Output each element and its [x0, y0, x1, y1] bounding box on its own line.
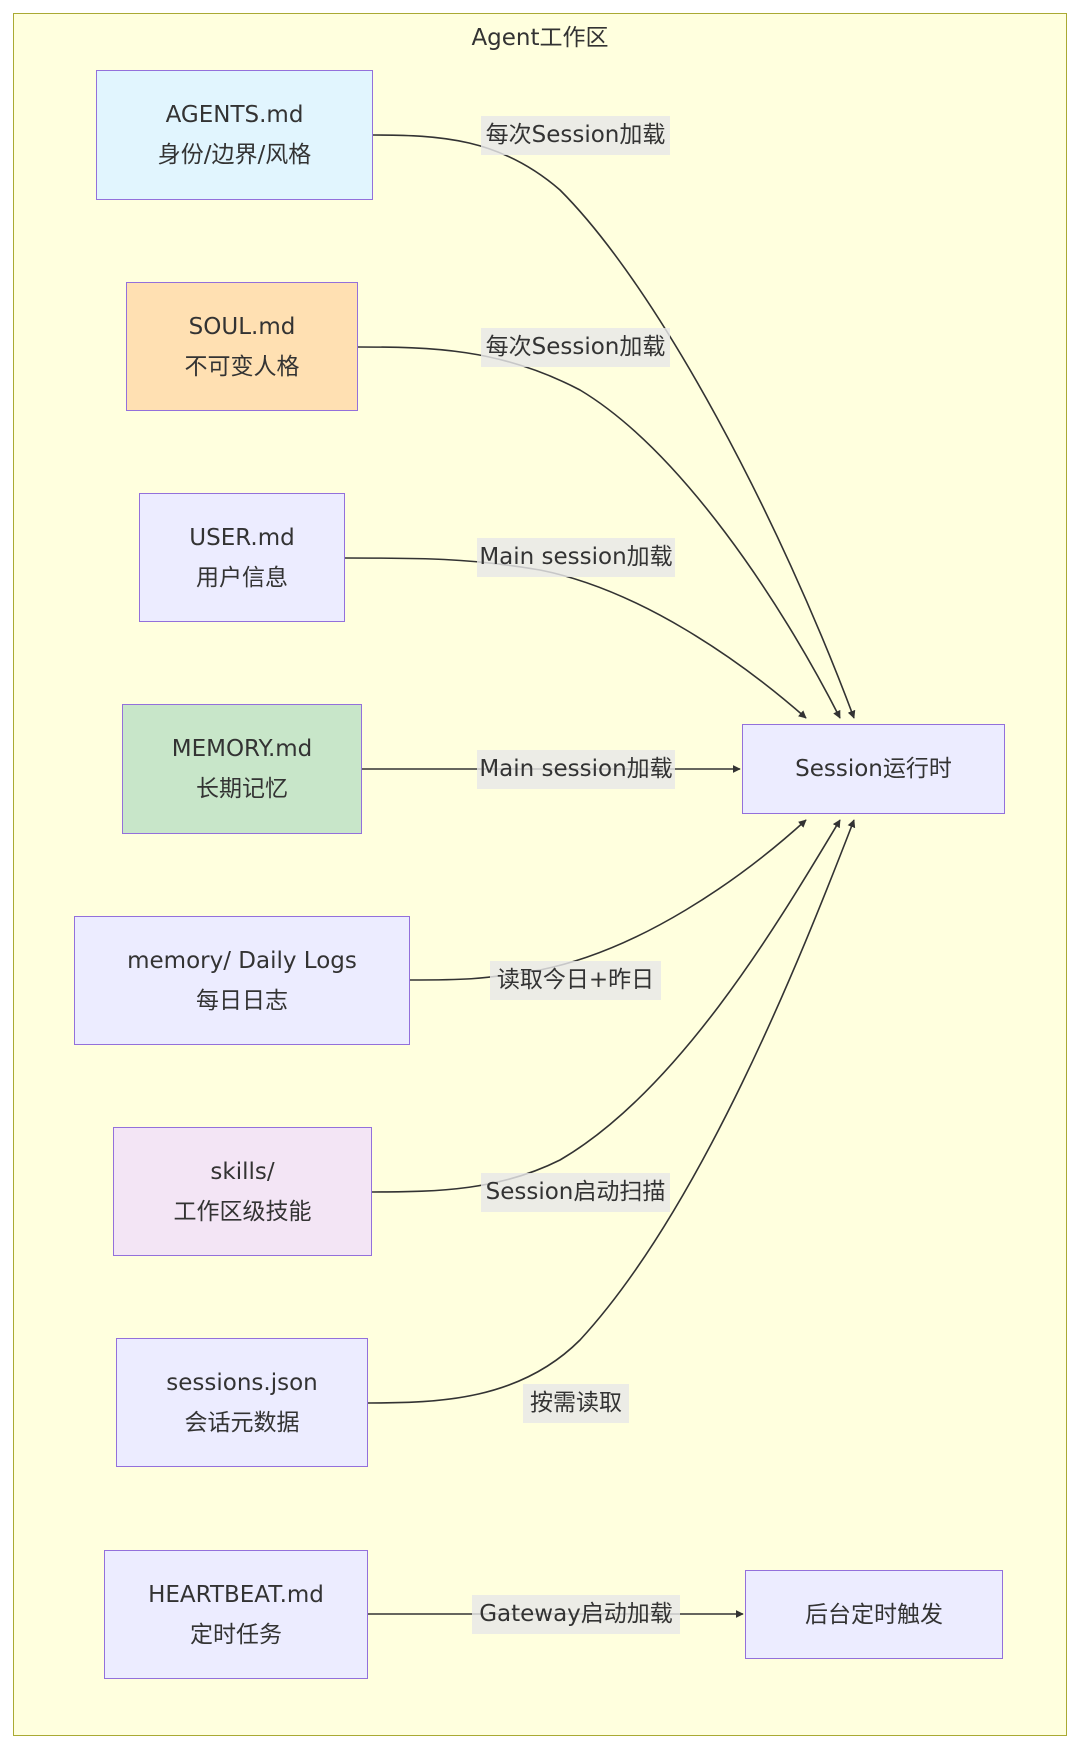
node-agents-md[interactable]: AGENTS.md 身份/边界/风格 [96, 70, 373, 200]
edge-label-heartbeat: Gateway启动加载 [472, 1595, 680, 1634]
edge-label-sessions-json: 按需读取 [523, 1384, 629, 1423]
node-daily-logs-title: memory/ Daily Logs [127, 947, 357, 974]
edge-skills-to-session [371, 819, 841, 1193]
cluster-title: Agent工作区 [471, 25, 609, 51]
node-skills-desc: 工作区级技能 [173, 1198, 312, 1225]
edge-label-memory: Main session加载 [477, 750, 675, 789]
node-agents-md-desc: 身份/边界/风格 [157, 142, 312, 168]
edge-label-skills: Session启动扫描 [481, 1173, 670, 1212]
node-heartbeat-md-desc: 定时任务 [190, 1621, 282, 1648]
node-daily-logs-desc: 每日日志 [196, 987, 288, 1014]
node-soul-md-title: SOUL.md [188, 313, 296, 340]
node-memory-md-title: MEMORY.md [171, 736, 313, 762]
edge-label-soul: 每次Session加载 [481, 328, 670, 367]
node-heartbeat-md[interactable]: HEARTBEAT.md 定时任务 [104, 1550, 368, 1679]
node-user-md[interactable]: USER.md 用户信息 [139, 493, 345, 622]
edge-label-daily-logs: 读取今日+昨日 [490, 961, 661, 1000]
node-soul-md-desc: 不可变人格 [184, 353, 300, 380]
node-memory-md[interactable]: MEMORY.md 长期记忆 [122, 704, 362, 834]
edge-daily-logs-to-session [409, 819, 807, 981]
edge-label-agents: 每次Session加载 [481, 116, 670, 155]
node-heartbeat-md-title: HEARTBEAT.md [148, 1581, 324, 1608]
node-agents-md-title: AGENTS.md [165, 102, 304, 128]
node-sessions-json-title: sessions.json [166, 1369, 318, 1396]
node-session-runtime-label: Session运行时 [795, 756, 952, 782]
node-sessions-json[interactable]: sessions.json 会话元数据 [116, 1338, 368, 1467]
node-background-trigger-label: 后台定时触发 [805, 1601, 943, 1628]
node-skills-title: skills/ [210, 1158, 275, 1185]
node-soul-md[interactable]: SOUL.md 不可变人格 [126, 282, 358, 411]
edge-soul-to-session [357, 346, 841, 719]
node-user-md-title: USER.md [189, 524, 295, 551]
edge-label-user: Main session加载 [477, 538, 675, 577]
node-skills[interactable]: skills/ 工作区级技能 [113, 1127, 372, 1256]
edge-agents-to-session [372, 134, 856, 719]
node-sessions-json-desc: 会话元数据 [184, 1409, 300, 1436]
node-session-runtime[interactable]: Session运行时 [742, 724, 1005, 814]
node-memory-md-desc: 长期记忆 [196, 776, 288, 802]
node-user-md-desc: 用户信息 [196, 564, 288, 591]
edge-user-to-session [344, 557, 807, 719]
node-background-trigger[interactable]: 后台定时触发 [745, 1570, 1003, 1659]
node-daily-logs[interactable]: memory/ Daily Logs 每日日志 [74, 916, 410, 1045]
edge-sessions-json-to-session [367, 819, 856, 1404]
